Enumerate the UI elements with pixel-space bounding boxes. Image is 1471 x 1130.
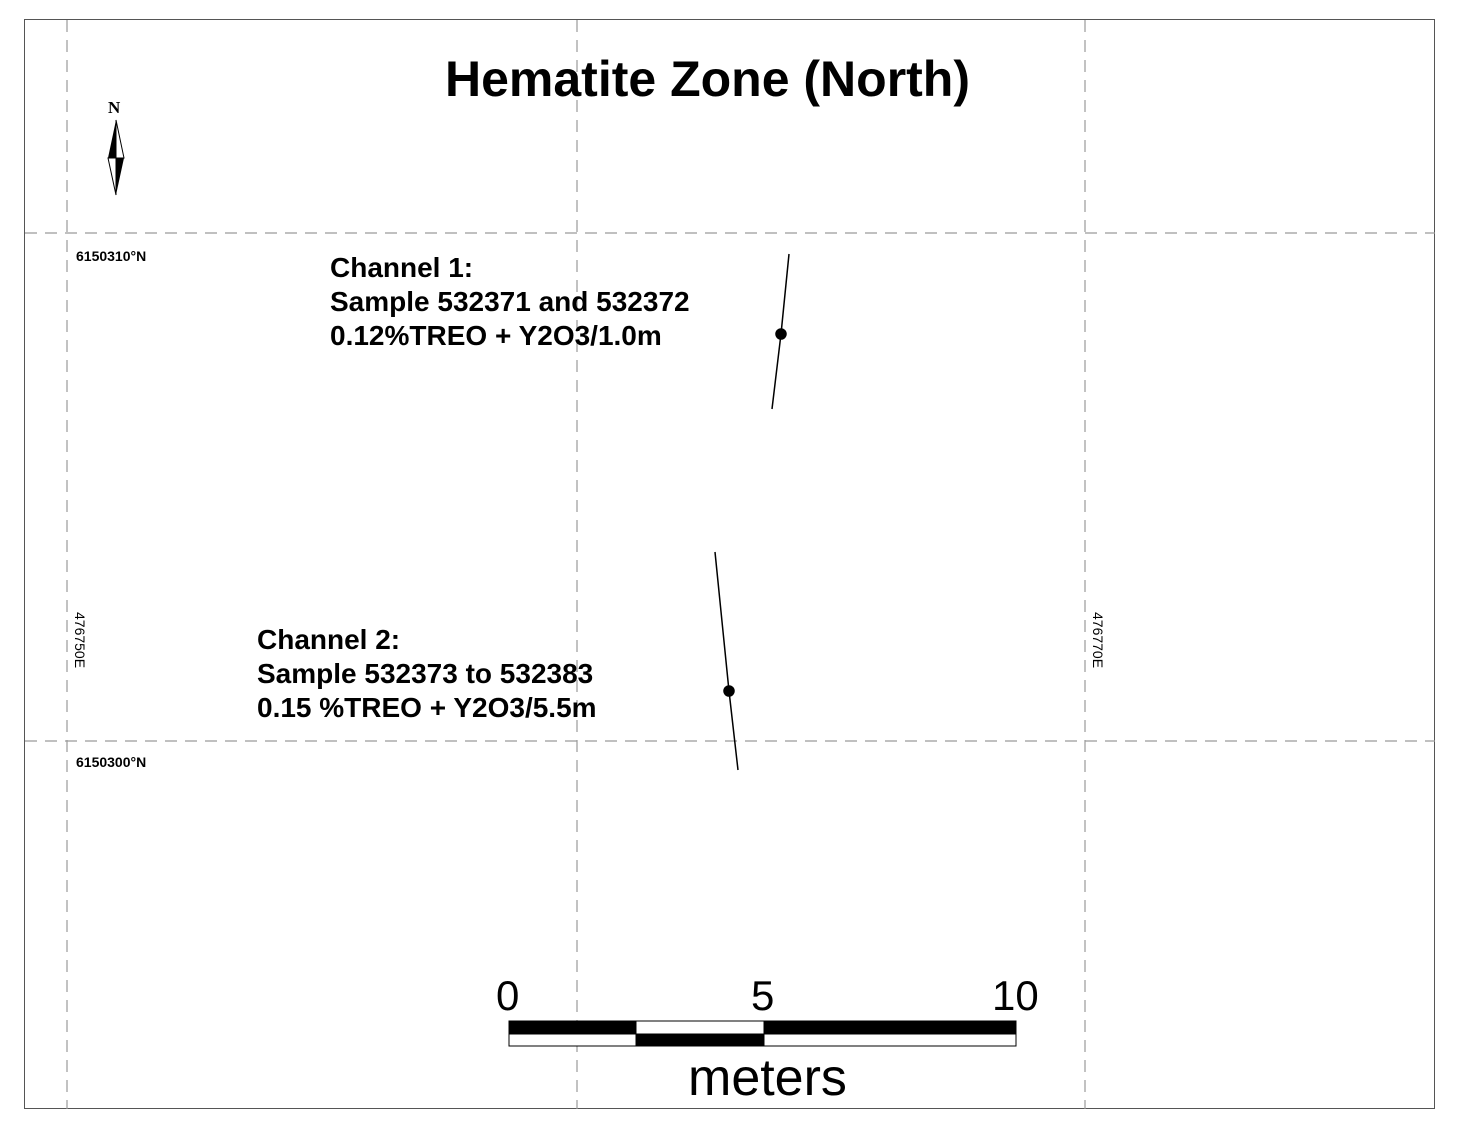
channel-1-marker — [775, 328, 787, 340]
northing-label: 6150310°N — [76, 248, 147, 264]
map-frame — [24, 19, 1435, 1109]
channel-grade: 0.12%TREO + Y2O3/1.0m — [330, 320, 662, 351]
scale-tick-10: 10 — [992, 972, 1039, 1019]
northing-label: 6150300°N — [76, 754, 147, 770]
channel-title: Channel 2: — [257, 624, 401, 655]
channel-samples: Sample 532373 to 532383 — [257, 658, 594, 689]
scale-bar — [508, 1020, 1017, 1047]
scale-tick-0: 0 — [496, 972, 520, 1019]
scale-tick-5: 5 — [751, 972, 775, 1019]
easting-label: 476770E — [1090, 612, 1106, 669]
channel-2-marker — [723, 685, 735, 697]
map-title: Hematite Zone (North) — [445, 51, 970, 107]
channel-2-trace — [714, 551, 739, 771]
easting-label: 476750E — [72, 612, 88, 669]
channel-2-label: Channel 2: Sample 532373 to 532383 0.15 … — [257, 623, 597, 725]
channel-title: Channel 1: — [330, 252, 474, 283]
channel-1-label: Channel 1: Sample 532371 and 532372 0.12… — [330, 251, 690, 353]
north-arrow-label: N — [108, 98, 121, 117]
north-arrow-icon — [107, 119, 125, 196]
channel-grade: 0.15 %TREO + Y2O3/5.5m — [257, 692, 597, 723]
scale-units: meters — [688, 1049, 847, 1107]
channel-samples: Sample 532371 and 532372 — [330, 286, 690, 317]
